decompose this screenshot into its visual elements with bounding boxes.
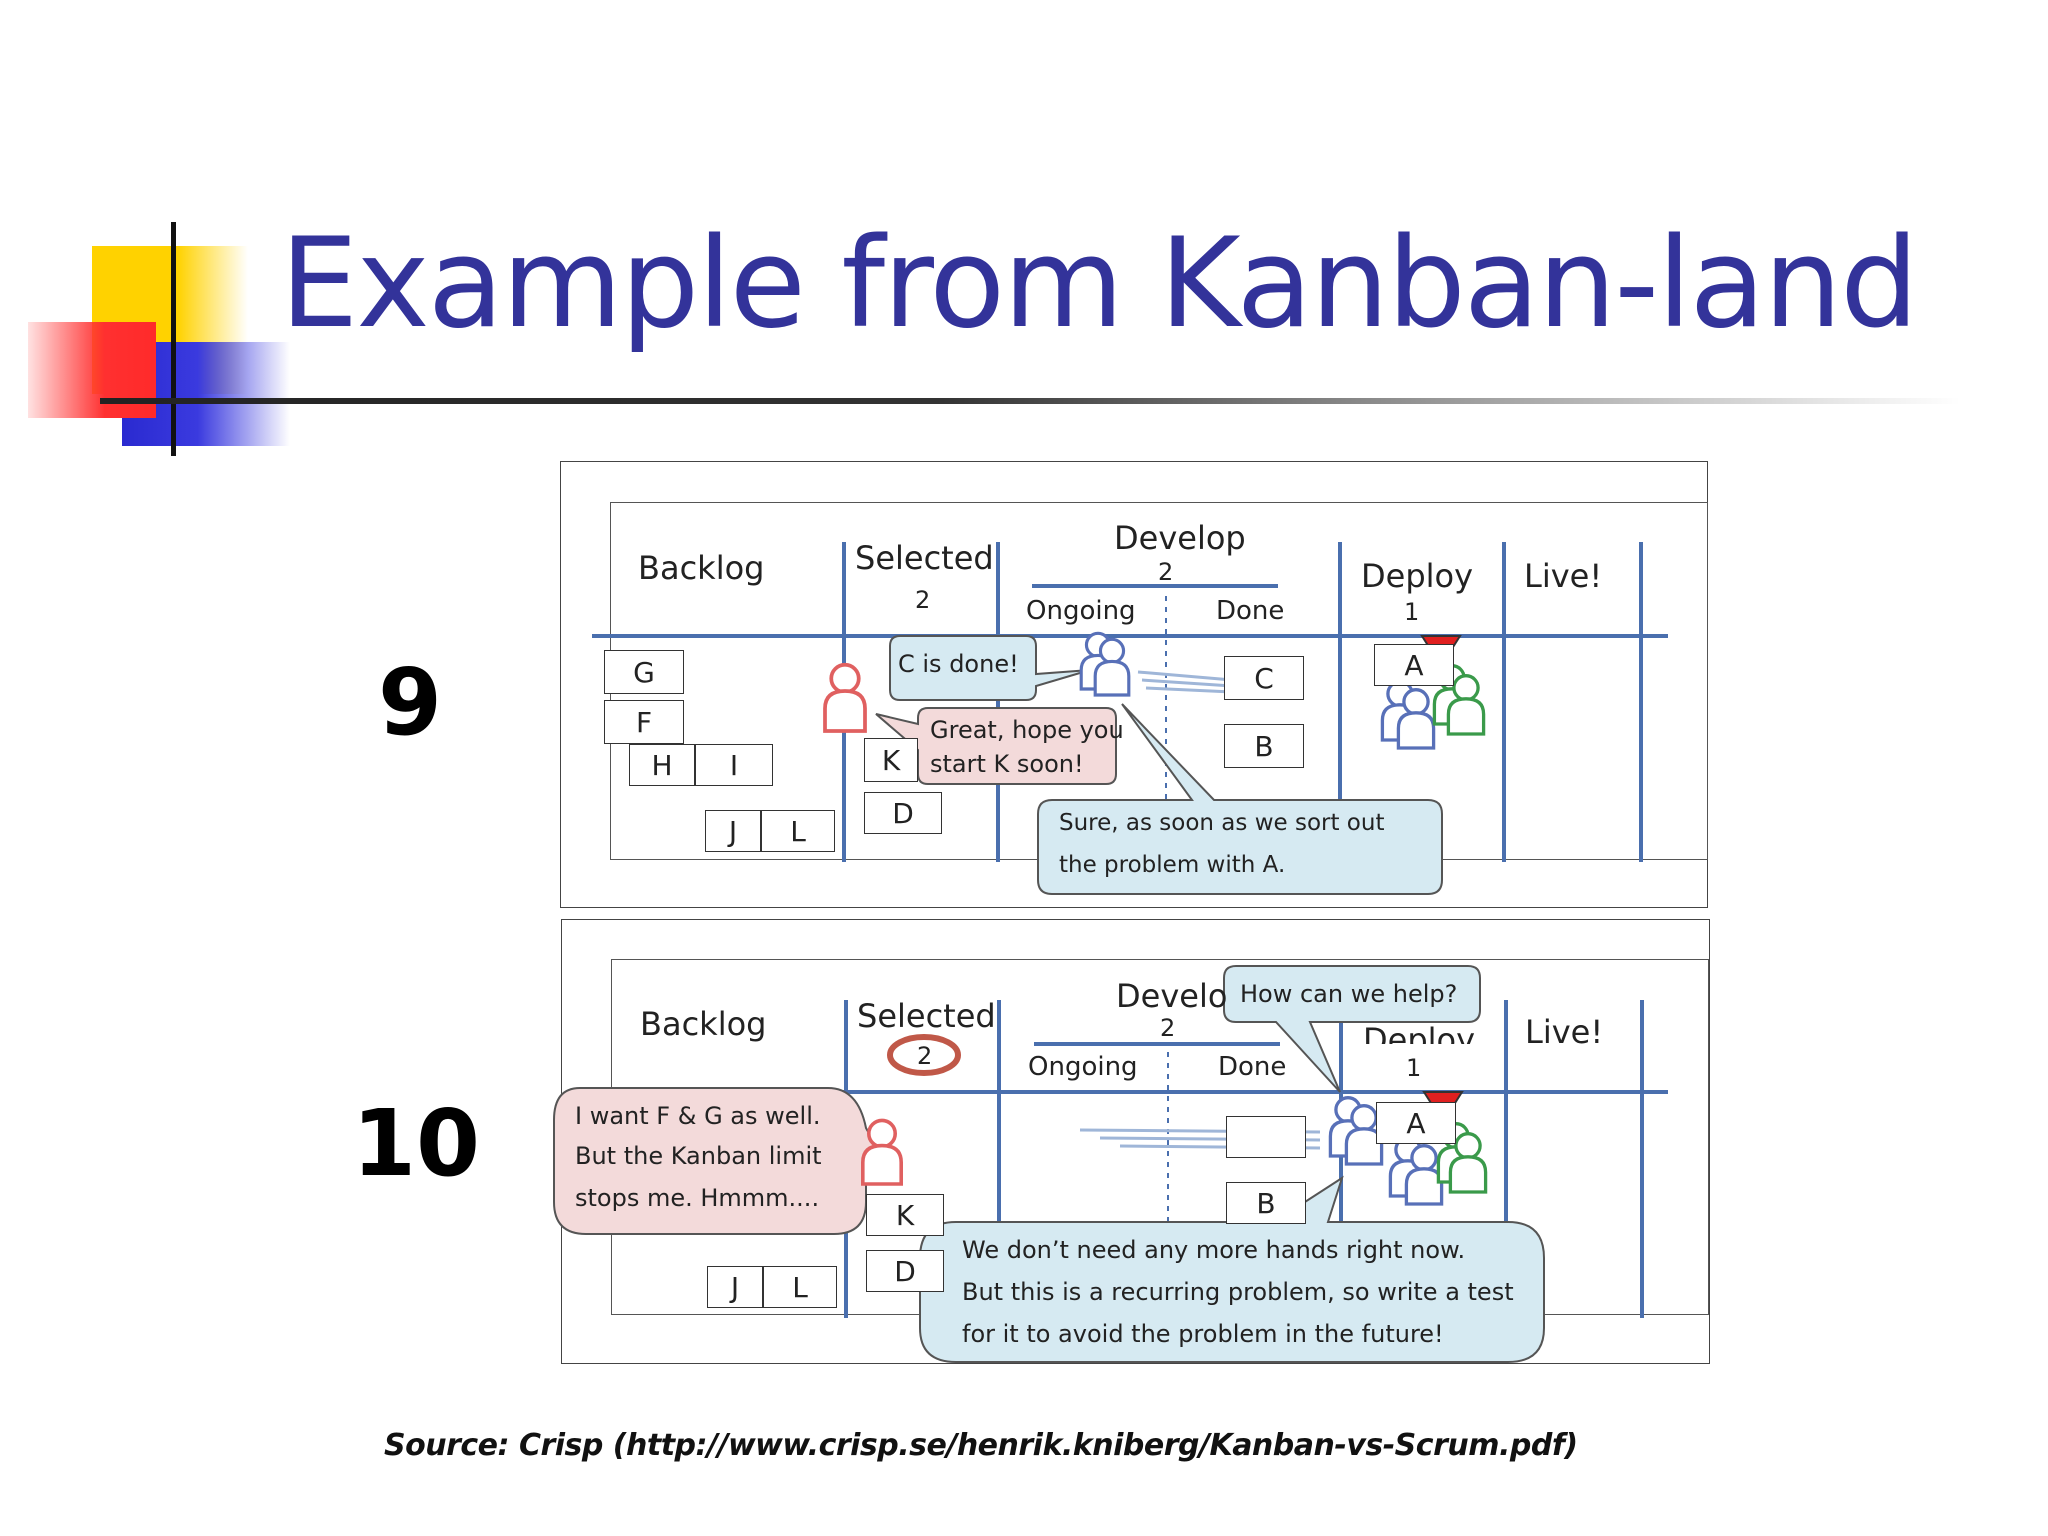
- card-a-9: A: [1374, 644, 1454, 686]
- col-deploy-10: Deploy: [1363, 1024, 1476, 1044]
- card-g-9: G: [604, 650, 684, 694]
- person-red-9: [823, 662, 867, 733]
- col-deploy-9: Deploy: [1361, 557, 1474, 595]
- col-live-10: Live!: [1525, 1013, 1604, 1051]
- bubble-need-line2: But this is a recurring problem, so writ…: [962, 1278, 1514, 1306]
- bubble-c-done: [889, 635, 1091, 701]
- bubble-want-line3: stops me. Hmmm....: [575, 1184, 820, 1212]
- card-k-10: K: [866, 1194, 944, 1236]
- bubble-help-text: How can we help?: [1240, 980, 1458, 1008]
- col-develop-9: Develop: [1114, 519, 1246, 557]
- card-c-9: C: [1224, 656, 1304, 700]
- col-backlog-9: Backlog: [638, 549, 765, 587]
- person-red-10: [860, 1118, 904, 1186]
- card-k-9: K: [864, 738, 918, 782]
- card-l-10: L: [763, 1266, 837, 1308]
- title-underline: [100, 398, 1960, 404]
- deploy-limit-9: 1: [1404, 598, 1420, 626]
- card-a-10: A: [1376, 1102, 1456, 1144]
- scene-number-10: 10: [352, 1090, 481, 1197]
- col-done-10: Done: [1218, 1052, 1287, 1082]
- col-ongoing-10: Ongoing: [1028, 1052, 1138, 1082]
- deploy-limit-10: 1: [1406, 1054, 1422, 1082]
- bubble-sure-line1: Sure, as soon as we sort out: [1059, 810, 1385, 836]
- bubble-want-line1: I want F & G as well.: [575, 1102, 821, 1130]
- develop-limit-9: 2: [1158, 558, 1174, 586]
- vertical-rule-decoration: [171, 222, 176, 456]
- bubble-great: [875, 707, 1117, 785]
- develop-limit-10: 2: [1160, 1014, 1176, 1042]
- bubble-want: [553, 1087, 878, 1235]
- selected-limit-highlight: [887, 1034, 961, 1076]
- selected-limit-10: 2: [917, 1042, 933, 1070]
- card-i-9: I: [695, 744, 773, 786]
- bubble-great-line1: Great, hope you: [930, 716, 1124, 744]
- card-b-10: B: [1226, 1182, 1306, 1224]
- card-j-10: J: [707, 1266, 763, 1308]
- col-selected-9: Selected: [855, 539, 994, 577]
- card-b-9: B: [1224, 724, 1304, 768]
- bubble-sure-line2: the problem with A.: [1059, 852, 1286, 878]
- card-d-10: D: [866, 1250, 944, 1292]
- card-d-9: D: [864, 792, 942, 834]
- bubble-sure: [1037, 703, 1443, 895]
- source-citation: Source: Crisp (http://www.crisp.se/henri…: [384, 1428, 1578, 1463]
- bubble-c-done-text: C is done!: [898, 650, 1019, 678]
- people-blue-develop-9: [1079, 631, 1131, 697]
- card-c-10: C: [1226, 1116, 1306, 1158]
- motion-lines-9: [1137, 670, 1233, 694]
- col-selected-10: Selected: [857, 997, 996, 1035]
- bubble-help: [1223, 965, 1481, 1093]
- bubble-need: [919, 1175, 1545, 1363]
- bubble-need-line3: for it to avoid the problem in the futur…: [962, 1320, 1444, 1348]
- card-j-9: J: [705, 810, 761, 852]
- slide-title: Example from Kanban-land: [280, 212, 1919, 356]
- scene-number-9: 9: [378, 649, 443, 756]
- card-f-9: F: [604, 700, 684, 744]
- bubble-want-line2: But the Kanban limit: [575, 1142, 822, 1170]
- bubble-need-line1: We don’t need any more hands right now.: [962, 1236, 1466, 1264]
- col-ongoing-9: Ongoing: [1026, 596, 1136, 626]
- col-backlog-10: Backlog: [640, 1005, 767, 1043]
- bubble-great-line2: start K soon!: [930, 750, 1084, 778]
- card-h-9: H: [629, 744, 695, 786]
- col-develop-10: Develop: [1116, 980, 1226, 1012]
- selected-limit-9: 2: [915, 586, 931, 614]
- col-live-9: Live!: [1524, 557, 1603, 595]
- col-done-9: Done: [1216, 596, 1285, 626]
- card-l-9: L: [761, 810, 835, 852]
